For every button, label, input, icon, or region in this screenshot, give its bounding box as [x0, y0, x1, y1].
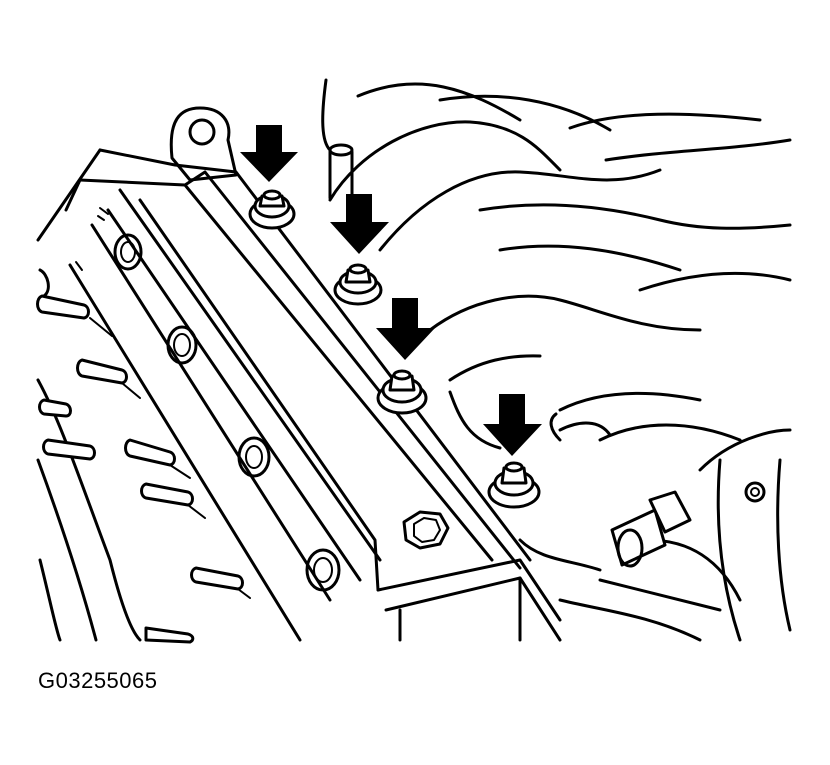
- nut-2: [333, 263, 383, 306]
- down-arrow-icon: [483, 394, 542, 456]
- down-arrow-icon: [330, 194, 389, 254]
- cover-studs: [36, 294, 251, 644]
- intake-housing: [321, 78, 792, 642]
- nut-1: [248, 189, 296, 230]
- nut-4: [487, 461, 541, 509]
- valve-cover: [36, 106, 562, 642]
- figure-id-label: G03255065: [38, 668, 158, 693]
- cover-holes: [113, 233, 341, 592]
- down-arrow-icon: [240, 125, 298, 182]
- down-arrow-icon: [376, 298, 435, 360]
- nut-3: [376, 369, 428, 415]
- flange-bolt: [402, 510, 450, 550]
- technical-illustration: [36, 78, 792, 644]
